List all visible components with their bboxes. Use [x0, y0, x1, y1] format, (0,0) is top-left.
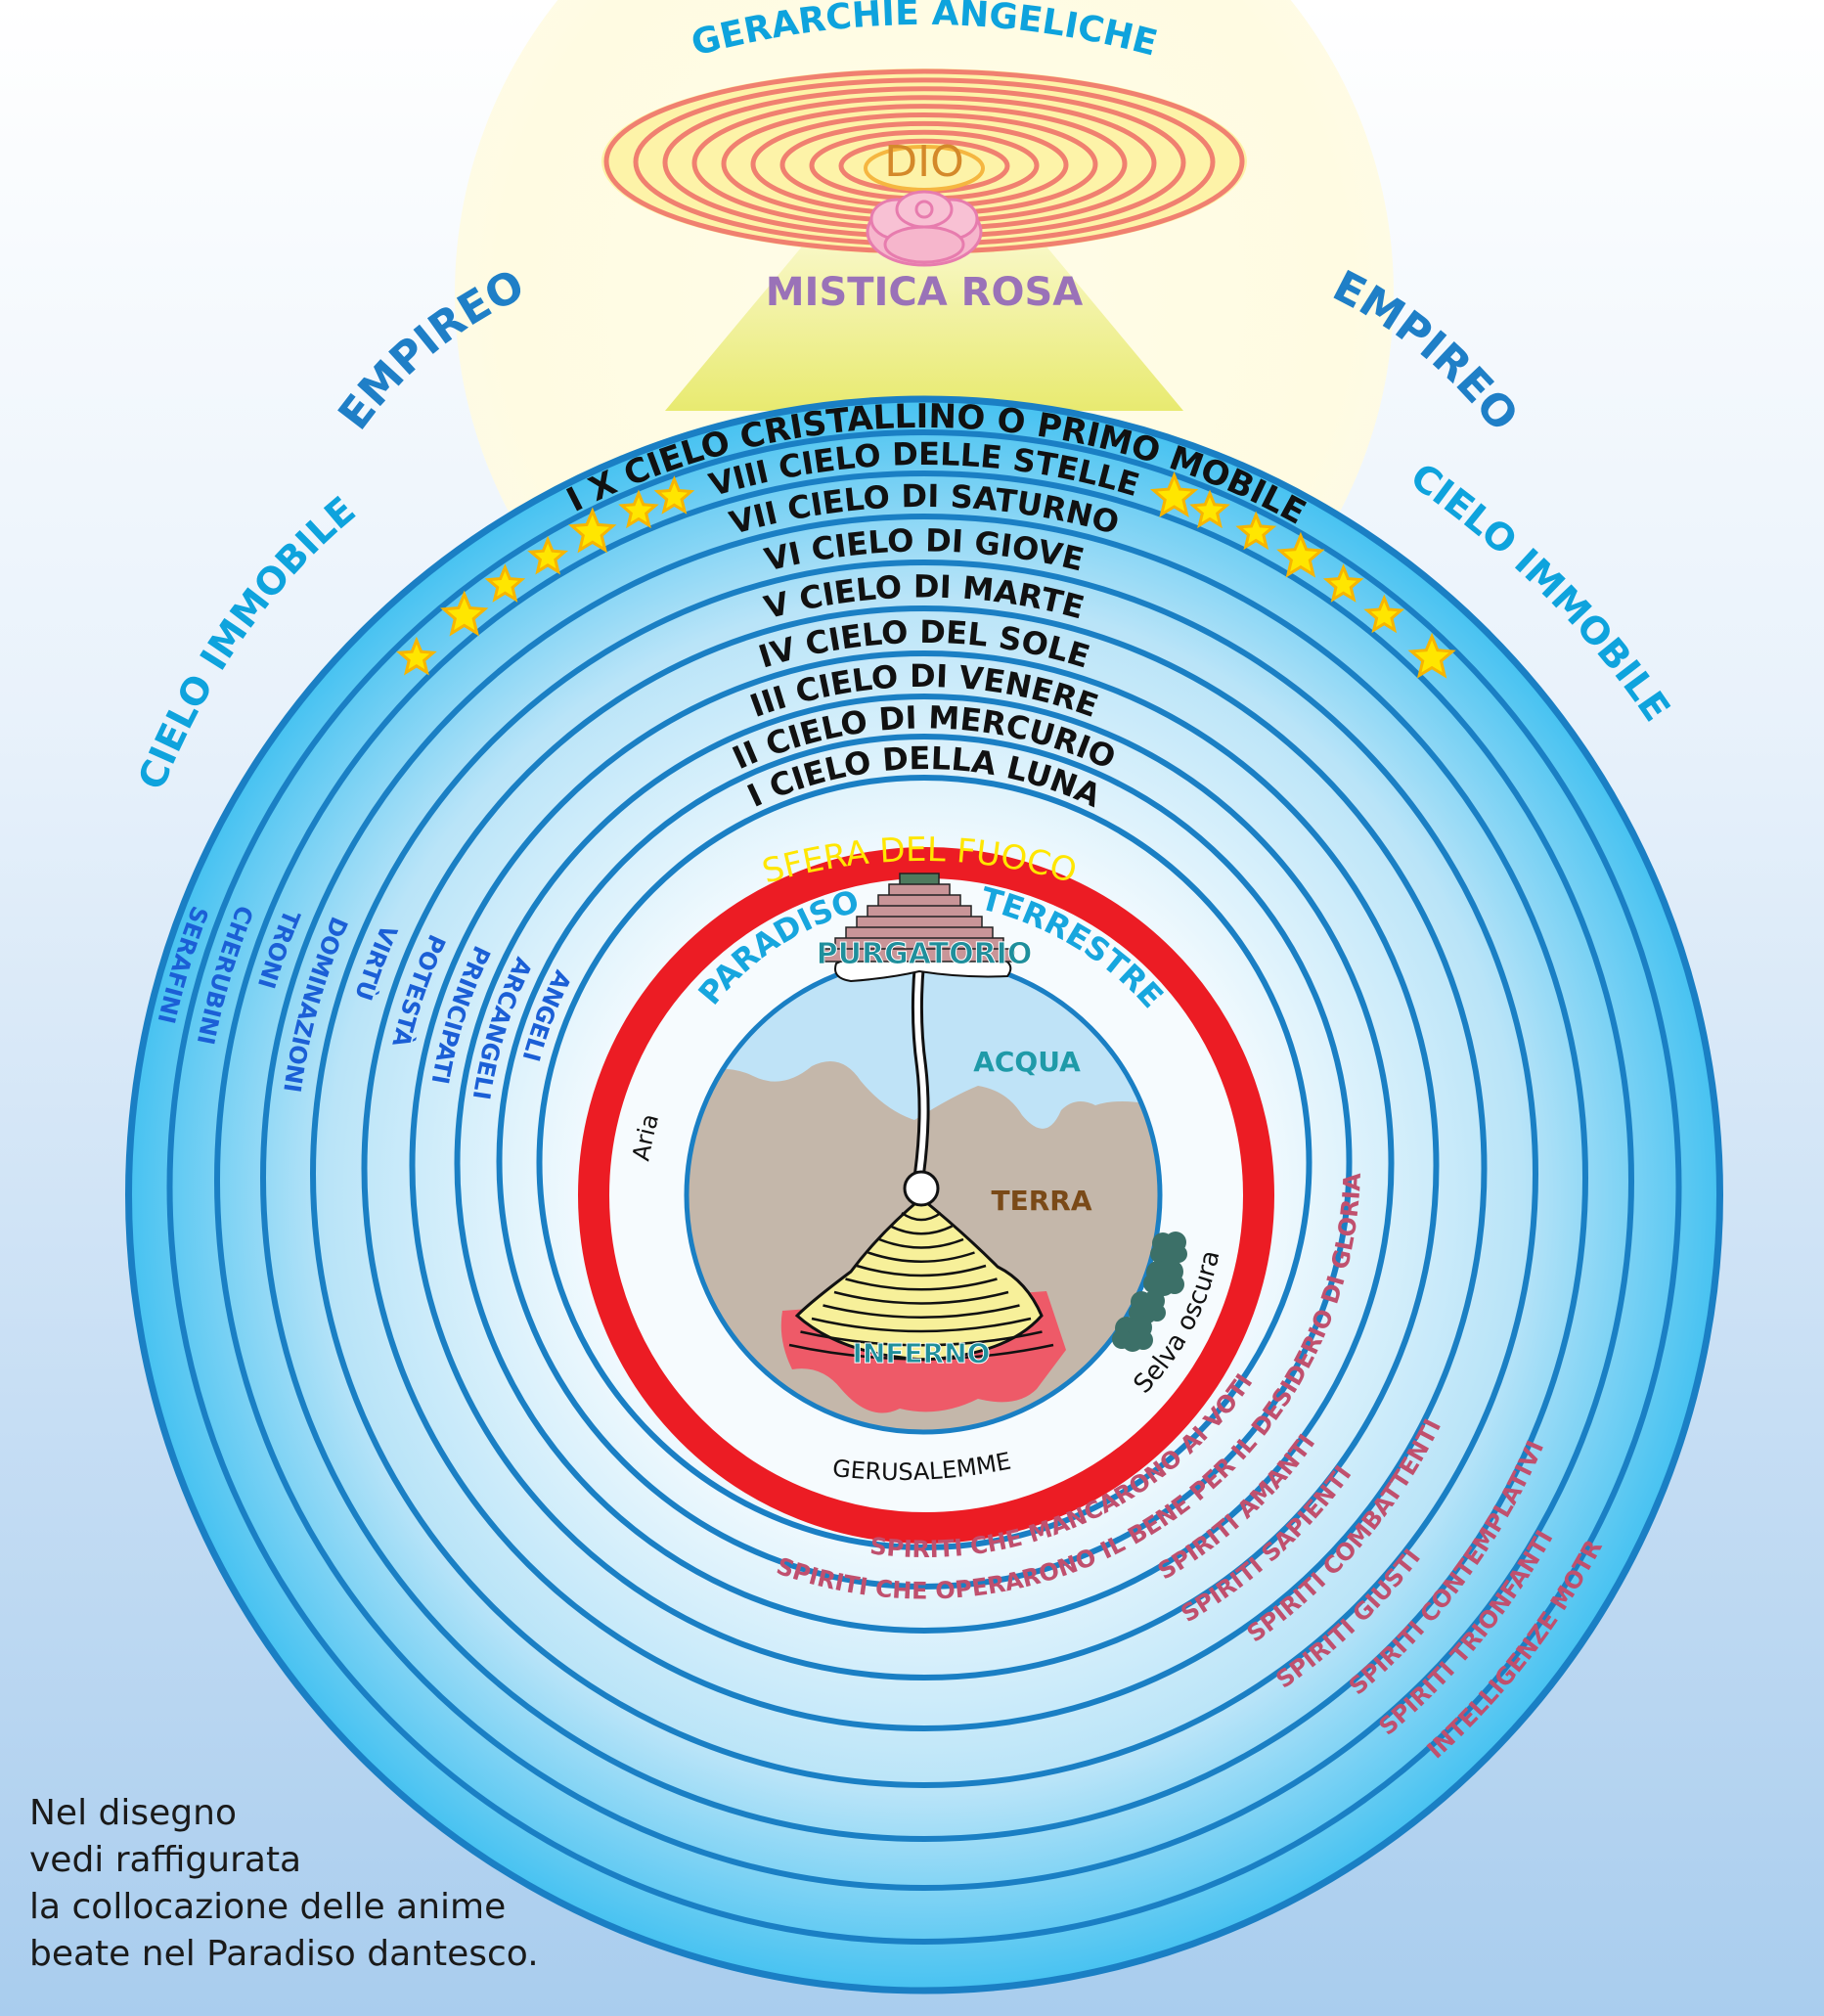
circle-of-hell	[833, 1290, 1009, 1305]
sphere-ring	[214, 470, 1634, 1891]
light-beam	[665, 176, 1183, 411]
circle-of-hell	[823, 1304, 1020, 1319]
tree-icon	[1150, 1232, 1187, 1265]
tree-icon	[1112, 1316, 1153, 1352]
inferno-cone	[788, 1196, 1054, 1362]
sphere-ring	[536, 775, 1312, 1550]
sphere-ring	[409, 650, 1440, 1680]
inferno-label: INFERNO	[853, 1337, 991, 1369]
star-icon	[1322, 563, 1364, 603]
star-icon	[440, 590, 489, 637]
sphere-ring	[166, 429, 1682, 1945]
selva-oscura-trees	[1112, 1232, 1187, 1352]
purgatorio-base	[834, 956, 1012, 983]
star-icon	[484, 563, 526, 603]
sphere-ring	[125, 395, 1723, 1994]
sphere-ring	[454, 694, 1395, 1634]
terra-label: TERRA	[991, 1185, 1091, 1217]
mistica-rosa-label: MISTICA ROSA	[766, 270, 1084, 315]
circle-of-hell	[878, 1237, 964, 1249]
circle-of-hell	[901, 1211, 942, 1222]
star-icon	[527, 535, 569, 575]
sphere-ring	[310, 560, 1538, 1788]
acqua-label: ACQUA	[973, 1046, 1081, 1078]
star-icon	[1407, 632, 1456, 679]
dio-halo	[864, 145, 985, 192]
sphere-ring	[361, 605, 1488, 1731]
rose-icon	[866, 190, 983, 267]
purgatorio-terrace	[823, 948, 1015, 963]
circle-of-hell	[889, 1225, 954, 1235]
earth-center-sphere	[903, 1170, 940, 1207]
sphere-ring	[260, 514, 1588, 1842]
circle-of-hell	[800, 1330, 1043, 1347]
tree-icon	[1129, 1290, 1166, 1323]
tree-icon	[1143, 1260, 1184, 1296]
circle-of-hell	[856, 1264, 987, 1277]
circle-of-hell	[845, 1277, 998, 1291]
caption: Nel disegno vedi raffigurata la collocaz…	[29, 1790, 539, 1978]
star-icon	[1149, 471, 1199, 518]
fixed-stars	[396, 471, 1456, 679]
star-icon	[1276, 531, 1325, 578]
caption-line: Nel disegno	[29, 1793, 237, 1833]
sphere-ring	[496, 734, 1353, 1590]
caption-line: vedi raffigurata	[29, 1840, 302, 1880]
caption-line: beate nel Paradiso dantesco.	[29, 1934, 539, 1974]
star-icon	[653, 475, 695, 515]
purgatorio-mountain	[823, 873, 1015, 963]
circle-of-hell	[788, 1343, 1054, 1361]
star-icon	[396, 636, 437, 676]
circle-of-hell	[868, 1251, 975, 1263]
caption-line: la collocazione delle anime	[29, 1887, 507, 1927]
dio-label: DIO	[884, 137, 964, 187]
purgatorio-label: PURGATORIO	[817, 937, 1033, 971]
star-icon	[618, 489, 659, 529]
star-icon	[568, 507, 617, 554]
star-icon	[1235, 511, 1277, 551]
star-icon	[1363, 594, 1405, 634]
circle-of-hell	[811, 1317, 1032, 1333]
star-icon	[1189, 489, 1230, 529]
